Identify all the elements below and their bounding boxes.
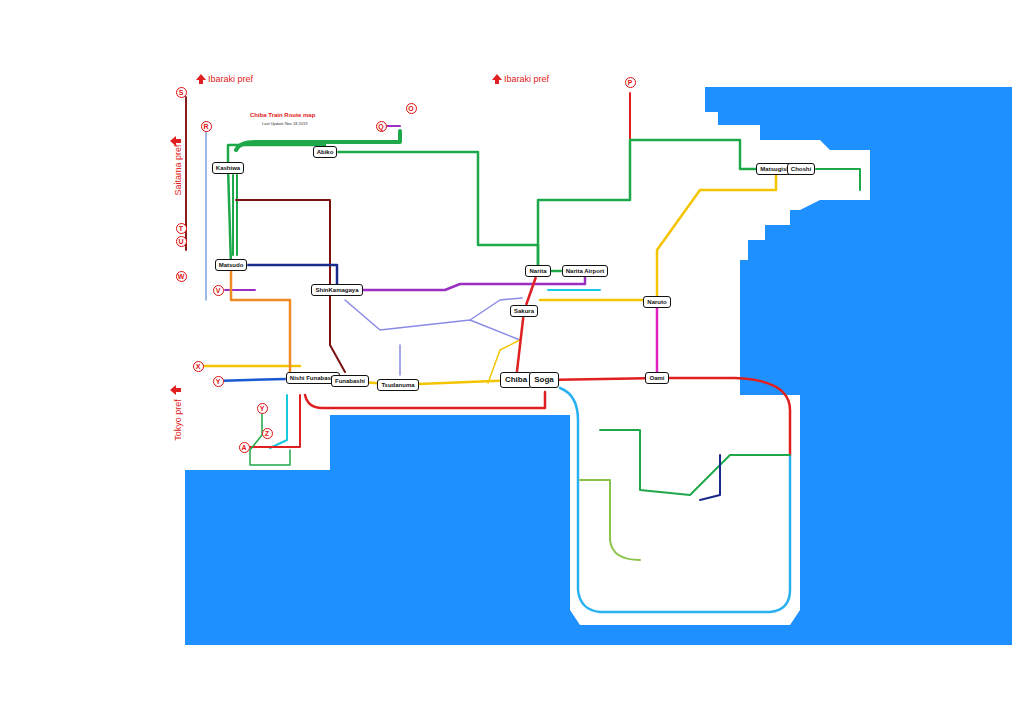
station-name: Narita Airport — [566, 268, 604, 274]
station-name: Tsudanuma — [381, 382, 414, 388]
station-name: Soga — [534, 375, 554, 384]
rail-connector — [657, 175, 776, 296]
station-box: Oami — [645, 372, 668, 384]
station-name: Oami — [649, 375, 664, 381]
line-circle: O — [406, 103, 417, 114]
station-name: Naruto — [647, 299, 666, 305]
line-circle: P — [625, 77, 636, 88]
rail-connector — [656, 308, 659, 372]
prefecture-label: Ibaraki pref — [208, 74, 253, 84]
line-letter: W — [178, 273, 185, 280]
line-letter: V — [216, 287, 221, 294]
map-title: Chiba Train Route map — [250, 112, 315, 118]
line-circle: S — [176, 87, 187, 98]
station-name: Narita — [529, 268, 546, 274]
station-box: Funabashi — [331, 375, 369, 387]
rail-connector — [363, 277, 586, 290]
station-box: Narita — [525, 265, 550, 277]
line-circle: U — [176, 236, 187, 247]
rail-connector — [224, 379, 286, 381]
line-letter: Q — [378, 123, 383, 130]
direction-arrows — [170, 74, 502, 395]
sea — [185, 87, 1012, 645]
rail-connector — [419, 381, 500, 384]
line-letter: A — [241, 444, 246, 451]
station-box: Narita Airport — [562, 265, 608, 277]
station-name: Chiba — [505, 375, 527, 384]
rail-connector — [526, 277, 536, 305]
note-text: Last Update Nov 18 2019 — [262, 121, 307, 126]
line-letter: O — [408, 105, 413, 112]
station-box: Tsudanuma — [377, 379, 418, 391]
line-circle: A — [239, 442, 250, 453]
station-name: Choshi — [791, 166, 811, 172]
line-circle: X — [193, 361, 204, 372]
line-letter: T — [179, 225, 183, 232]
rail-connector — [517, 317, 523, 372]
line-circle: T — [176, 223, 187, 234]
station-name: Nishi Funabashi — [290, 375, 336, 381]
rail-connector — [231, 271, 313, 378]
station-box: Kashiwa — [212, 162, 244, 174]
line-circle: Q — [376, 121, 387, 132]
station-box: Naruto — [643, 296, 670, 308]
station-box: Chiba — [500, 372, 532, 388]
line-letter: X — [196, 363, 201, 370]
line-circle: W — [176, 271, 187, 282]
line-letter: Y — [260, 405, 265, 412]
station-box: Choshi — [787, 163, 815, 175]
station-name: Funabashi — [335, 378, 365, 384]
station-name: Sakura — [514, 308, 534, 314]
station-box: Matsudo — [215, 259, 248, 271]
line-letter: R — [203, 123, 208, 130]
rail-connector — [538, 140, 756, 265]
rail-connector — [247, 265, 337, 284]
line-circle: Z — [262, 428, 273, 439]
line-circle: R — [201, 121, 212, 132]
land — [185, 87, 870, 625]
station-box: Soga — [529, 372, 559, 388]
station-name: Matsudo — [219, 262, 244, 268]
line-circle: V — [213, 285, 224, 296]
station-name: Abiko — [317, 149, 334, 155]
line-circle: Y — [213, 376, 224, 387]
line-circle: Y — [257, 403, 268, 414]
station-name: Kashiwa — [216, 165, 240, 171]
prefecture-label: Saitama pref — [173, 144, 183, 195]
rail-connector — [559, 378, 646, 380]
rail-lines — [186, 93, 860, 612]
prefecture-label: Ibaraki pref — [504, 74, 549, 84]
line-letter: S — [179, 89, 184, 96]
station-box: ShinKamagaya — [311, 284, 362, 296]
station-box: Abiko — [313, 146, 338, 158]
rail-connector — [551, 270, 562, 273]
rail-connector — [337, 152, 538, 265]
prefecture-label: Tokyo pref — [173, 399, 183, 441]
rail-connector — [369, 381, 377, 384]
station-name: ShinKamagaya — [315, 287, 358, 293]
line-letter: U — [178, 238, 183, 245]
line-letter: Z — [265, 430, 269, 437]
line-letter: Y — [216, 378, 221, 385]
rail-connector — [228, 174, 231, 259]
rail-connector — [228, 145, 325, 162]
station-box: Sakura — [510, 305, 538, 317]
line-letter: P — [628, 79, 633, 86]
